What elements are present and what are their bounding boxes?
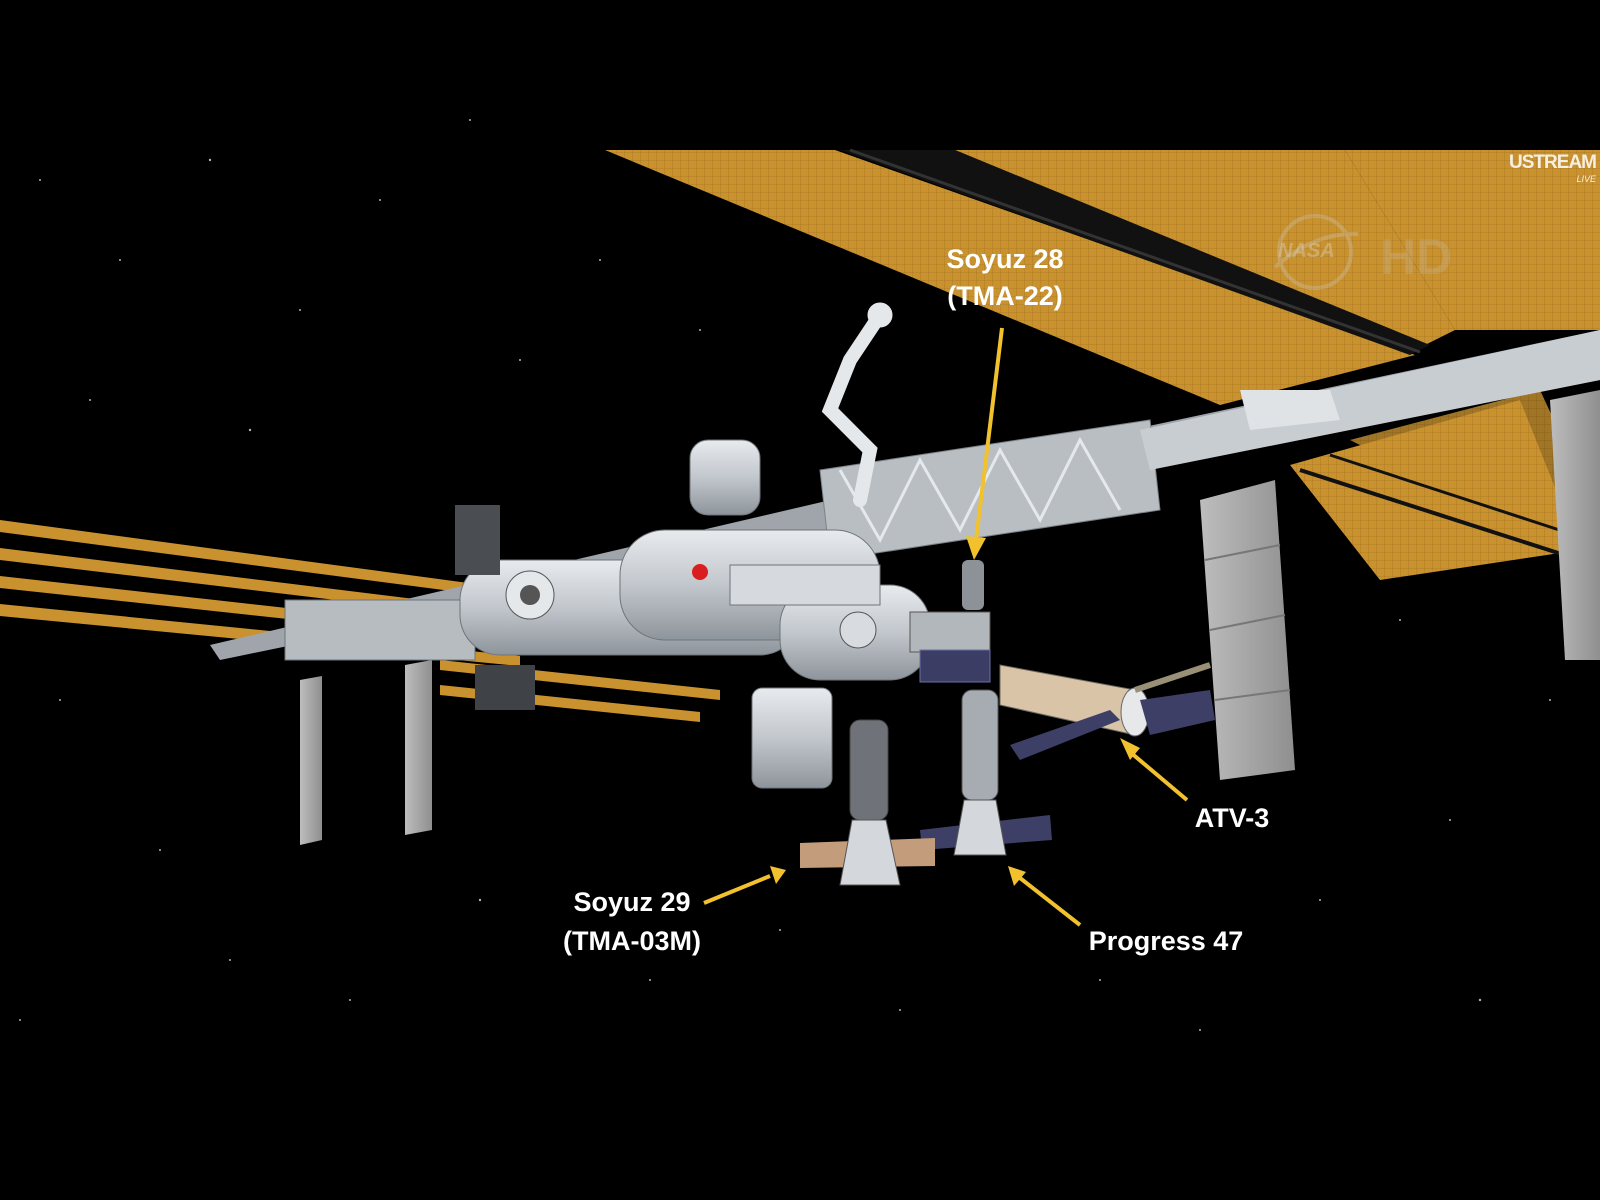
ustream-label: USTREAM [1509, 152, 1597, 173]
starfield [19, 119, 1551, 1031]
radiator-right [1200, 480, 1295, 780]
ustream-live-label: LIVE [1576, 174, 1596, 184]
progress-47-label: Progress 47 [1089, 926, 1244, 956]
soyuz-29-label-line1: Soyuz 29 [573, 887, 690, 917]
solar-array-lower-right [1290, 390, 1600, 580]
nasa-wordmark: NASA [1278, 240, 1335, 262]
ustream-watermark: USTREAM LIVE [1509, 152, 1597, 184]
soyuz-29-spacecraft [800, 719, 935, 886]
hd-badge: HD [1380, 229, 1453, 285]
progress-47-spacecraft [920, 689, 1052, 856]
soyuz-28-label-line1: Soyuz 28 [946, 244, 1063, 274]
atv-3-arrow [1120, 738, 1189, 802]
soyuz-28-label-line2: (TMA-22) [947, 281, 1063, 311]
callout-labels: Soyuz 28 (TMA-22) ATV-3 Soyuz 29 (TMA-03… [563, 244, 1269, 956]
nasa-logo-icon [1273, 214, 1359, 290]
soyuz-29-arrow [703, 866, 786, 905]
atv-3-label: ATV-3 [1195, 803, 1270, 833]
radiator-left [300, 390, 1600, 845]
soyuz-29-label-line2: (TMA-03M) [563, 926, 701, 956]
callout-arrows [703, 327, 1189, 927]
station-modules [284, 439, 991, 789]
soyuz-28-spacecraft [919, 560, 991, 683]
atv-3-spacecraft [999, 662, 1215, 760]
robotic-arm [821, 302, 893, 507]
progress-47-arrow [1008, 866, 1082, 927]
soyuz-28-arrow [966, 327, 1004, 560]
solar-array-upper [605, 148, 1600, 405]
